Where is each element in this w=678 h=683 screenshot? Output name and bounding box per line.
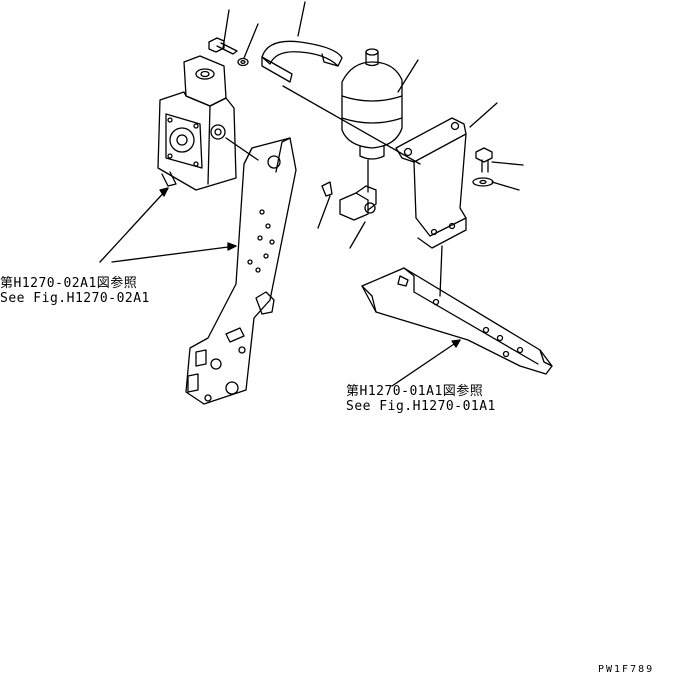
mounting-plate-right: [361, 267, 553, 375]
reference-arrows: [99, 187, 461, 387]
reference-left-en: See Fig.H1270-02A1: [0, 291, 150, 306]
leader-lines: [222, 1, 524, 249]
mounting-bracket-left: [185, 137, 297, 405]
bolt-right: [475, 147, 493, 173]
control-valve: [157, 55, 237, 191]
reference-left-ja: 第H1270-02A1図参照: [0, 276, 138, 291]
clamp-band: [261, 40, 343, 83]
washer-top: [237, 57, 249, 67]
reference-right: 第H1270-01A1図参照 See Fig.H1270-01A1: [346, 384, 496, 414]
accumulator-bracket: [395, 117, 467, 297]
reference-left: 第H1270-02A1図参照 See Fig.H1270-02A1: [0, 276, 150, 306]
bolt-top-left: [208, 37, 238, 55]
reference-right-en: See Fig.H1270-01A1: [346, 399, 496, 414]
small-pin: [321, 181, 333, 197]
elbow-fitting: [339, 159, 377, 221]
washer-right: [472, 177, 494, 187]
drawing-code: PW1F789: [598, 664, 655, 675]
reference-right-ja: 第H1270-01A1図参照: [346, 384, 484, 399]
accumulator: [341, 48, 403, 160]
